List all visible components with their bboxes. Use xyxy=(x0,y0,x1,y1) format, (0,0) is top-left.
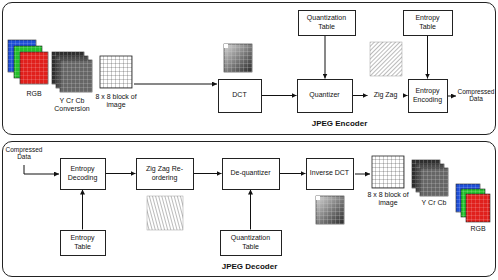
figure-label: 8 x 8 block of image xyxy=(92,93,140,109)
codec-panel: JPEG Decoder Entropy Decoding Zig Zag Re-o… xyxy=(2,141,496,277)
figure-label: Y Cr Cb Conversion xyxy=(49,97,95,113)
block-image xyxy=(372,156,404,188)
label-holder: Compressed Data xyxy=(456,88,496,103)
flow-arrow xyxy=(427,36,428,79)
process-box: Quantizer xyxy=(297,79,353,113)
flow-arrow xyxy=(325,36,326,79)
red-plane xyxy=(20,52,48,84)
box-text: Entropy Encoding xyxy=(412,87,444,103)
box-text: Quantization Table xyxy=(302,14,352,30)
flow-arrow xyxy=(280,173,306,174)
flow-arrow xyxy=(106,173,136,174)
plane-grid xyxy=(466,194,490,222)
flow-arrow xyxy=(82,190,83,230)
box-text: Inverse DCT xyxy=(310,169,350,177)
dc-cell xyxy=(316,196,320,200)
box-text: Quantization Table xyxy=(224,234,278,250)
label-holder: 8 x 8 block of image xyxy=(92,93,140,109)
ycrcb-image xyxy=(412,160,448,196)
flow-arrow xyxy=(194,173,222,174)
panel-title: JPEG Encoder xyxy=(298,119,382,128)
process-box: Entropy Encoding xyxy=(408,79,448,113)
figure-label: 8 x 8 block of image xyxy=(364,191,412,207)
flow-arrow xyxy=(262,95,297,96)
block-image xyxy=(100,56,132,88)
figure-label: Y Cr Cb xyxy=(418,199,450,207)
flow-arrow xyxy=(250,190,251,230)
box-text: De-quantizer xyxy=(226,169,276,177)
label-holder: RGB xyxy=(465,225,491,233)
flow-arrow xyxy=(448,96,456,97)
flow-arrow xyxy=(353,95,368,96)
box-text: Zig Zag xyxy=(370,91,402,99)
block-grid xyxy=(100,56,132,88)
process-box: Zig Zag Re-ordering xyxy=(136,158,194,190)
dct-grid xyxy=(224,44,252,72)
panel-title: JPEG Decoder xyxy=(208,262,292,271)
process-box: Entropy Table xyxy=(403,10,453,36)
cb-plane xyxy=(60,60,92,92)
process-box: Inverse DCT xyxy=(306,158,354,190)
box-text: Entropy Decoding xyxy=(64,165,102,181)
flow-arrow xyxy=(355,174,370,175)
codec-panel: JPEG Encoder Quantization Table Entropy Ta… xyxy=(2,2,496,135)
dct-image xyxy=(316,196,344,224)
box-text: Zig Zag Re-ordering xyxy=(140,165,190,181)
process-box: Entropy Decoding xyxy=(60,158,106,190)
box-text: Entropy Table xyxy=(64,234,102,250)
process-box: Quantization Table xyxy=(220,230,282,256)
box-text: DCT xyxy=(222,91,258,99)
process-box: De-quantizer xyxy=(222,158,280,190)
rgb-image xyxy=(456,184,490,222)
dc-cell xyxy=(224,44,228,48)
label-holder: 8 x 8 block of image xyxy=(364,191,412,207)
figure-label: RGB xyxy=(465,225,491,233)
label-holder: Y Cr Cb Conversion xyxy=(49,97,95,113)
block-grid xyxy=(372,156,404,188)
process-box: Entropy Table xyxy=(60,230,106,256)
step-node: Zig Zag xyxy=(368,87,404,105)
plane-grid xyxy=(60,60,92,92)
plane-grid xyxy=(420,168,448,196)
figure-label: Compressed Data xyxy=(456,88,496,103)
zigzag-image xyxy=(147,196,183,230)
label-holder: RGB xyxy=(18,90,50,98)
plane-grid xyxy=(20,52,48,84)
red-plane xyxy=(466,194,490,222)
ycrcb-image xyxy=(52,52,92,92)
box-text: Entropy Table xyxy=(407,14,449,30)
zigzag-image xyxy=(370,42,402,76)
label-holder: Compressed Data xyxy=(4,146,44,161)
process-box: Quantization Table xyxy=(298,10,356,36)
flow-arrow xyxy=(24,165,59,174)
dct-image xyxy=(224,44,252,72)
cb-plane xyxy=(420,168,448,196)
label-holder: Y Cr Cb xyxy=(418,199,450,207)
box-text: Quantizer xyxy=(301,91,349,99)
flow-arrow xyxy=(134,84,217,85)
rgb-image xyxy=(8,40,48,84)
figure-label: RGB xyxy=(18,90,50,98)
figure-label: Compressed Data xyxy=(4,146,44,161)
dct-grid xyxy=(316,196,344,224)
process-box: DCT xyxy=(218,79,262,113)
